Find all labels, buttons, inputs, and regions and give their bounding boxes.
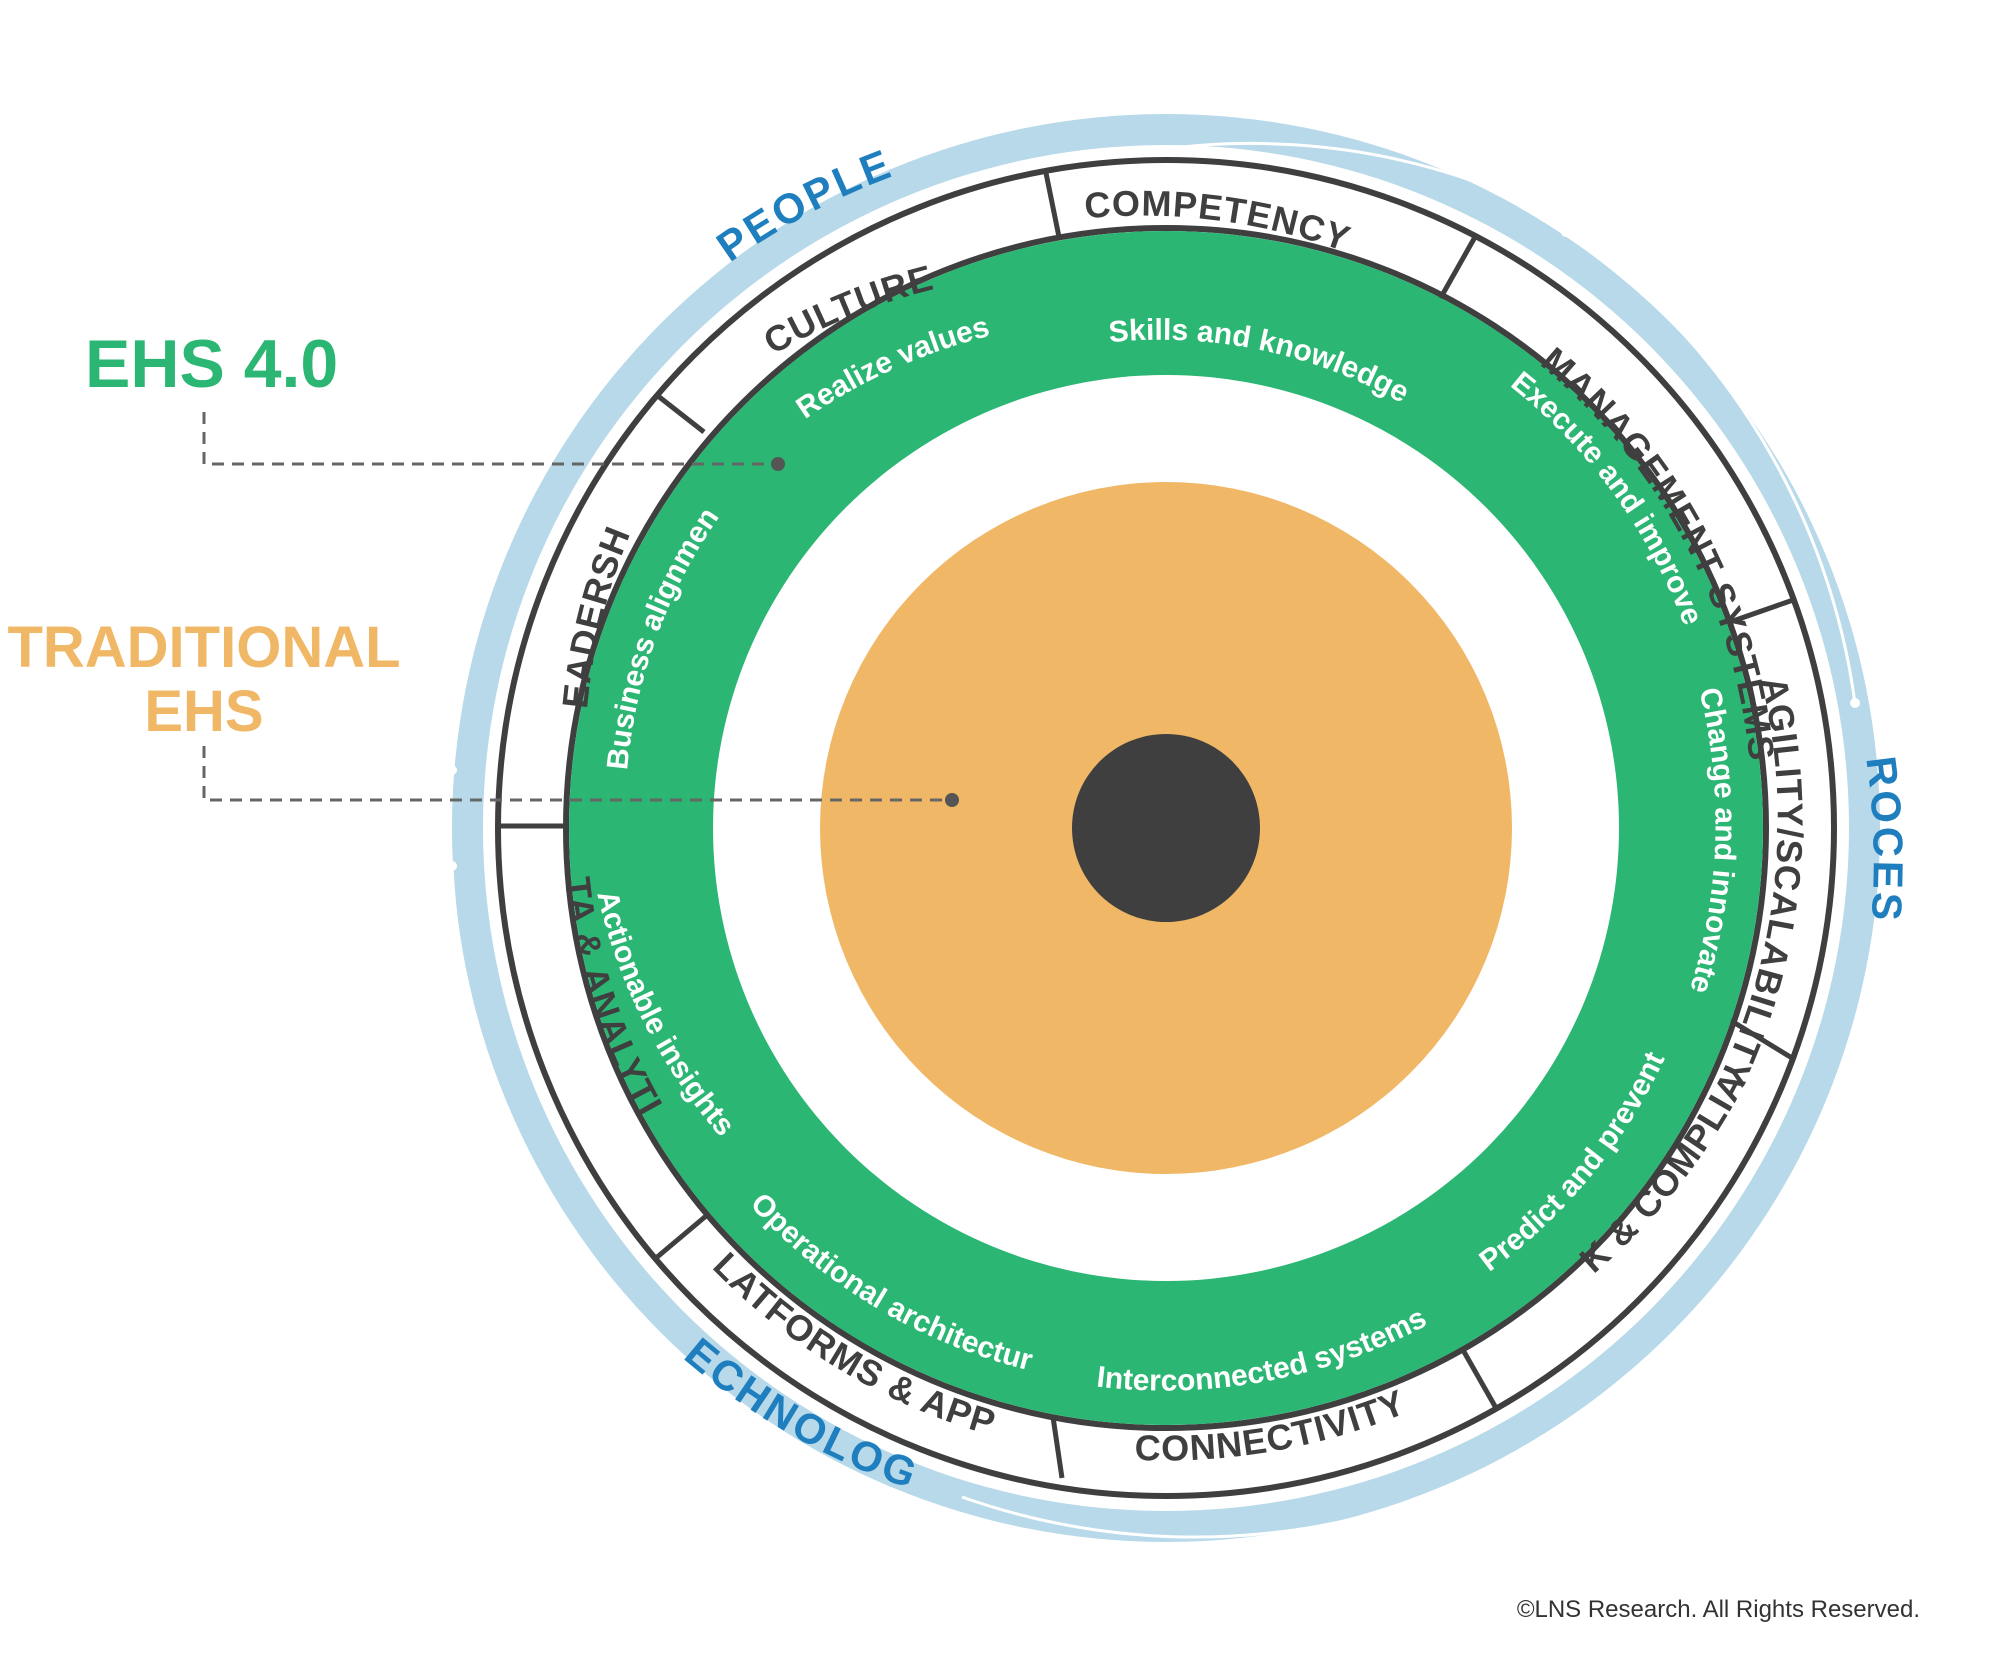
segment-dividers xyxy=(498,172,1797,1479)
legend-traditional-line2: EHS xyxy=(144,679,263,744)
blue-ring-accent-dots xyxy=(447,185,1860,1477)
leader-line-traditional xyxy=(202,746,959,807)
legend-traditional-line1: TRADITIONAL xyxy=(7,615,400,680)
core-circle xyxy=(1072,734,1260,922)
blue-ring-accent-lines xyxy=(450,141,1857,1539)
leader-line-ehs40 xyxy=(202,412,785,471)
legend-ehs40: EHS 4.0 xyxy=(85,326,338,402)
copyright-text: ©LNS Research. All Rights Reserved. xyxy=(1517,1596,1920,1623)
